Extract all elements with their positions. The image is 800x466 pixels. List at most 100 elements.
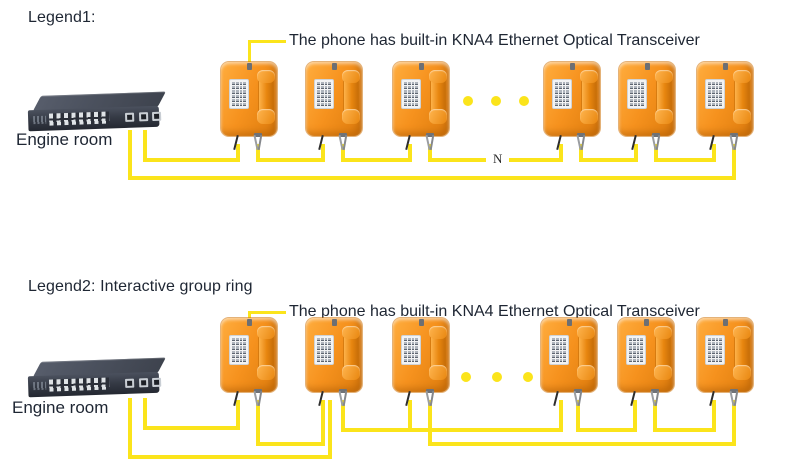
keypad-button — [324, 90, 328, 94]
keypad-button — [636, 358, 640, 362]
keypad-button — [632, 338, 636, 342]
keypad-button — [232, 358, 235, 362]
phone-mount-hook — [332, 63, 337, 70]
keypad-button — [235, 338, 239, 342]
phone-keypad — [401, 335, 421, 365]
keypad-button — [715, 354, 719, 358]
keypad-button — [232, 346, 235, 350]
keypad-button — [708, 342, 711, 346]
keypad-button — [566, 94, 569, 98]
keypad-button — [630, 102, 633, 106]
keypad-button — [239, 90, 243, 94]
keypad-button — [328, 90, 331, 94]
keypad-button — [239, 82, 243, 86]
keypad-button — [243, 358, 246, 362]
keypad-button — [317, 98, 320, 102]
keypad-button — [232, 82, 235, 86]
keypad-button — [562, 90, 566, 94]
wall-phone — [393, 62, 449, 151]
keypad-button — [633, 94, 637, 98]
keypad-button — [407, 354, 411, 358]
keypad-button — [558, 102, 562, 106]
keypad-button — [324, 338, 328, 342]
legend1-title: Legend1: — [28, 9, 96, 26]
keypad-button — [404, 358, 407, 362]
keypad-button — [552, 342, 555, 346]
keypad-button — [317, 342, 320, 346]
phone-coiled-handset-cord — [252, 389, 264, 407]
keypad-button — [235, 98, 239, 102]
keypad-button — [415, 342, 418, 346]
ethernet-cable-segment — [654, 144, 658, 162]
keypad-button — [640, 350, 643, 354]
phone-mount-hook — [247, 319, 252, 326]
keypad-button — [243, 342, 246, 346]
keypad-button — [328, 86, 331, 90]
ethernet-cable-segment — [341, 428, 563, 432]
keypad-button — [632, 354, 636, 358]
keypad-button — [630, 86, 633, 90]
ellipsis-dot — [461, 372, 471, 382]
ellipsis-dot — [492, 372, 502, 382]
keypad-button — [243, 82, 246, 86]
switch-rj45-ports — [48, 111, 110, 126]
ethernet-cable-segment — [128, 455, 332, 459]
cable-count-n-label: N — [486, 152, 510, 166]
keypad-button — [640, 354, 643, 358]
keypad-button — [563, 358, 566, 362]
keypad-button — [555, 86, 558, 90]
keypad-button — [641, 82, 644, 86]
switch-uplink-port — [138, 378, 149, 388]
phone-keypad — [314, 79, 334, 109]
keypad-button — [629, 354, 632, 358]
keypad-button — [637, 98, 641, 102]
ellipsis-dot — [491, 96, 501, 106]
keypad-button — [407, 90, 411, 94]
wall-phone — [541, 318, 597, 407]
phone-coiled-handset-cord — [728, 133, 740, 151]
phone-keypad — [314, 335, 334, 365]
keypad-button — [637, 86, 641, 90]
keypad-button — [239, 358, 243, 362]
keypad-button — [719, 90, 722, 94]
ethernet-cable-segment — [236, 144, 240, 162]
keypad-button — [411, 102, 415, 106]
ethernet-cable-segment — [428, 400, 432, 446]
keypad-button — [708, 354, 711, 358]
keypad-button — [235, 82, 239, 86]
keypad-button — [232, 86, 235, 90]
keypad-button — [404, 82, 407, 86]
phone-keypad — [705, 335, 725, 365]
ethernet-cable-segment — [428, 144, 432, 162]
phone-handset — [429, 70, 447, 124]
keypad-button — [640, 338, 643, 342]
phone-mount-hook — [419, 63, 424, 70]
keypad-button — [641, 98, 644, 102]
ethernet-cable-segment — [321, 400, 325, 446]
keypad-button — [636, 338, 640, 342]
keypad-button — [411, 90, 415, 94]
keypad-button — [633, 98, 637, 102]
keypad-button — [715, 102, 719, 106]
keypad-button — [411, 98, 415, 102]
keypad-button — [407, 346, 411, 350]
phone-coiled-handset-cord — [424, 133, 436, 151]
keypad-button — [559, 358, 563, 362]
keypad-button — [324, 94, 328, 98]
keypad-button — [636, 346, 640, 350]
phone-mount-hook — [247, 63, 252, 70]
switch-uplink-port — [124, 378, 135, 388]
keypad-button — [243, 350, 246, 354]
keypad-button — [324, 358, 328, 362]
legend2-title: Legend2: Interactive group ring — [28, 278, 253, 295]
keypad-button — [243, 338, 246, 342]
keypad-button — [640, 358, 643, 362]
keypad-button — [404, 346, 407, 350]
phone-line-cord — [553, 390, 559, 407]
keypad-button — [630, 94, 633, 98]
keypad-button — [636, 350, 640, 354]
keypad-button — [708, 102, 711, 106]
keypad-button — [630, 82, 633, 86]
phone-keypad — [229, 335, 249, 365]
wall-phone — [618, 318, 674, 407]
